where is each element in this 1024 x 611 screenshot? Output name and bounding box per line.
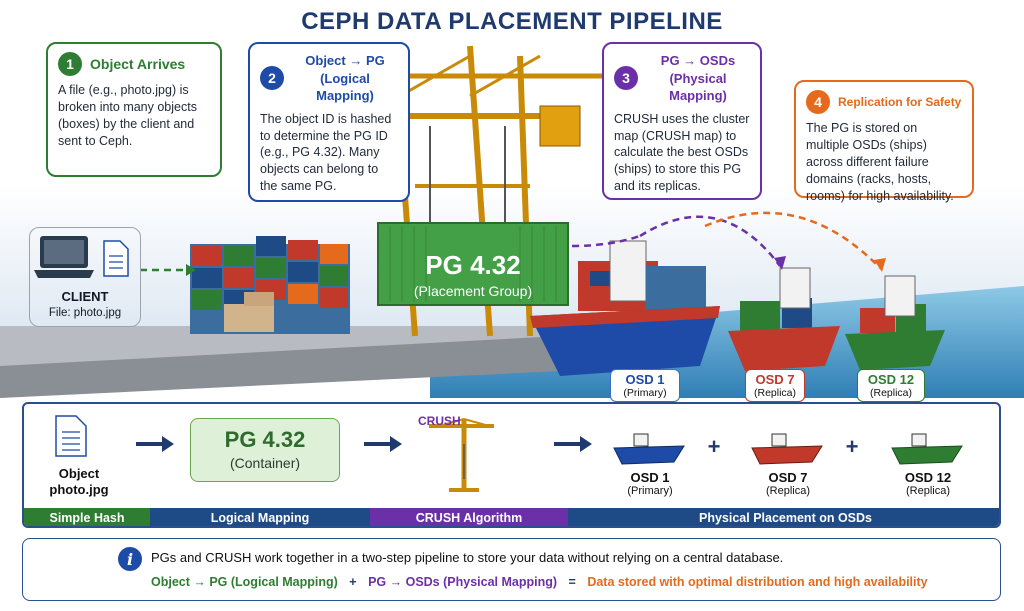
stage-physical-placement: Physical Placement on OSDs [568,508,999,526]
stage-crush-algorithm: CRUSH Algorithm [370,508,568,526]
step-number: 4 [806,90,830,114]
osd-name: OSD 7 [755,372,795,387]
callout-replication: 4 Replication for Safety The PG is stored… [794,80,974,203]
pg-box-label: PG 4.32 [224,427,306,452]
callout-body: The object ID is hashed to determine the… [260,111,392,194]
callout-body: The PG is stored on multiple OSDs (ships… [806,121,954,203]
client-panel [29,227,141,327]
pg-box-sub: (Container) [229,455,301,471]
client-label: CLIENT [61,289,109,304]
osd1-label: OSD 1 (Primary) [610,470,690,497]
port-scene [0,36,1024,398]
osd-tag-12: OSD 12(Replica) [857,369,925,402]
pipeline-icons [55,415,963,492]
plus-sign: + [707,434,721,459]
arrow-right-icon [554,436,592,452]
stage-simple-hash: Simple Hash [24,508,150,526]
osd-role: (Replica) [765,485,810,497]
container-stack [190,236,350,334]
document-icon [55,415,87,457]
info-panel: i PGs and CRUSH work together in a two-s… [22,538,1001,601]
osd-role: (Primary) [627,485,673,497]
object-label-line1: Object [58,466,100,481]
osd-name: OSD 7 [768,470,808,485]
laptop-icon [34,236,94,278]
equation-part-2: PG → OSDs (Physical Mapping) [368,575,558,589]
info-summary: PGs and CRUSH work together in a two-ste… [151,550,784,565]
callout-object-to-pg: 2 Object → PG (Logical Mapping) The objec… [248,42,410,202]
arrow-right-icon [364,436,402,452]
ship-icon-osd1 [613,433,685,465]
callout-body: CRUSH uses the cluster map (CRUSH map) t… [614,111,750,194]
equation-op-plus: + [349,575,357,589]
pg-box: PG 4.32 (Container) [190,418,340,482]
callout-heading: Object → PG (Logical Mapping) [305,53,385,104]
osd-name: OSD 12 [904,470,952,485]
callout-body: A file (e.g., photo.jpg) is broken into … [58,83,197,148]
ship-osd7 [728,267,840,371]
osd-role: (Replica) [905,485,950,497]
client-file: File: photo.jpg [48,307,122,319]
callout-pg-to-osds: 3 PG → OSDs (Physical Mapping) CRUSH uses… [602,42,762,200]
osd-role: (Replica) [753,387,796,399]
ship-osd12 [845,275,945,370]
crane-icon [429,418,494,492]
callout-heading: PG → OSDs (Physical Mapping) [660,53,736,104]
osd7-label: OSD 7 (Replica) [748,470,828,497]
osd-role: (Replica) [869,387,912,399]
osd-tag-7: OSD 7(Replica) [745,369,805,402]
osd-name: OSD 1 [630,470,670,485]
object-label-line2: photo.jpg [49,482,109,498]
document-icon [103,240,129,277]
step-number: 1 [58,52,82,76]
step-number: 2 [260,66,284,91]
callout-heading: Object Arrives [90,55,186,72]
osd12-label: OSD 12 (Replica) [888,470,968,497]
step-number: 3 [614,66,638,91]
callout-object-arrives: 1 Object Arrives A file (e.g., photo.jpg)… [46,42,222,177]
plus-sign: + [845,434,859,459]
port-illustration [0,45,1024,398]
pg-container [377,222,569,306]
ship-icon-osd7 [751,433,823,465]
osd-name: OSD 12 [867,372,915,387]
object-label: Object photo.jpg [36,466,122,499]
callout-heading: Replication for Safety [838,94,962,109]
pg-container-label: PG 4.32 [425,250,521,280]
stage-logical-mapping: Logical Mapping [150,508,370,526]
page-title: CEPH DATA PLACEMENT PIPELINE [301,8,723,35]
osd-role: (Primary) [623,387,667,399]
ship-osd1 [530,240,720,376]
equation-part-1: Object → PG (Logical Mapping) [151,575,338,589]
pg-container-sub: (Placement Group) [413,283,533,299]
osd-name: OSD 1 [625,372,665,387]
info-icon: i [118,547,142,571]
arrow-right-icon [136,436,174,452]
osd-tag-1: OSD 1(Primary) [610,369,680,402]
equation-part-3: Data stored with optimal distribution an… [587,575,928,589]
pipeline-panel: Object photo.jpg PG 4.32 (Container) CRU… [22,402,1001,528]
equation-op-equals: = [568,575,576,589]
ship-icon-osd12 [891,433,963,465]
crush-label: CRUSH [418,414,461,428]
info-equation: Object → PG (Logical Mapping) + PG → OSD… [151,575,928,589]
